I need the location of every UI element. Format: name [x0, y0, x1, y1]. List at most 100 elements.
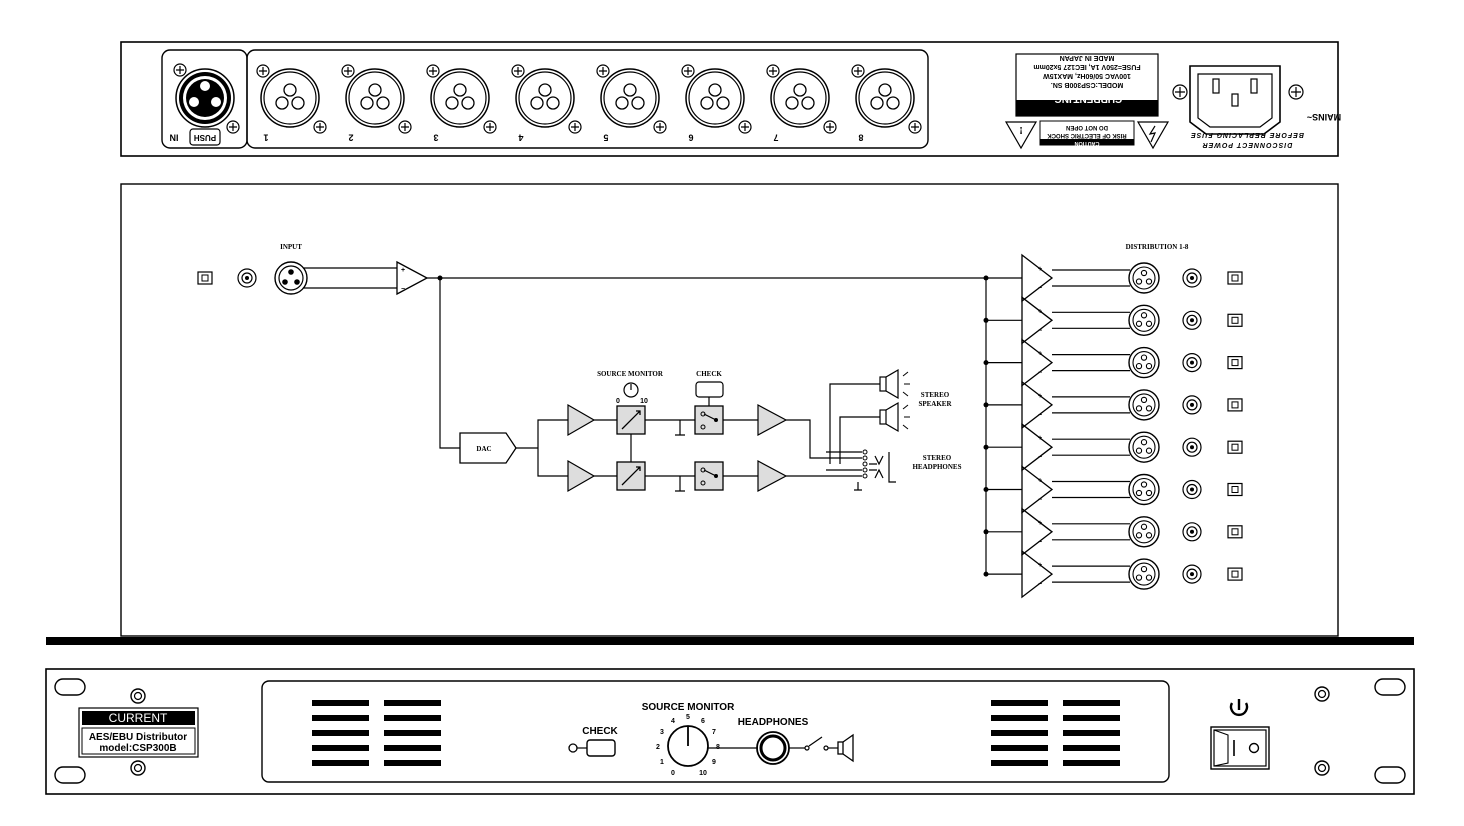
- headphones-jack[interactable]: [756, 731, 790, 765]
- bnc-output-jack[interactable]: [1182, 395, 1202, 415]
- xlr-output-symbol[interactable]: [1128, 389, 1160, 421]
- vent-slot: [384, 715, 441, 721]
- speaker-icon: [879, 401, 910, 433]
- svg-text:+: +: [1038, 393, 1042, 400]
- output-xlr-connector[interactable]: [430, 68, 490, 128]
- check-button[interactable]: [586, 739, 616, 757]
- power-switch[interactable]: [1210, 726, 1270, 770]
- optical-output-jack[interactable]: [1227, 440, 1243, 454]
- brand-plate: CURRENT AES/EBU Distributor model:CSP300…: [78, 707, 199, 758]
- input-optical-jack[interactable]: [197, 271, 213, 285]
- input-label: IN: [170, 133, 179, 143]
- check-label: CHECK: [582, 726, 618, 737]
- knob-max-label: 10: [640, 398, 648, 405]
- dial-number: 4: [671, 718, 675, 725]
- output-xlr-connector[interactable]: [345, 68, 405, 128]
- output-xlr-connector[interactable]: [515, 68, 575, 128]
- bnc-output-jack[interactable]: [1182, 479, 1202, 500]
- vent-slot: [1063, 745, 1120, 751]
- screw-icon: [226, 120, 240, 134]
- screw-icon: [851, 64, 865, 78]
- dial-number: 9: [712, 759, 716, 766]
- check-switch-left: [694, 405, 724, 435]
- model-number: MODEL:CSP300B SN.: [1051, 81, 1123, 88]
- product-name: AES/EBU Distributor: [89, 732, 187, 743]
- output-number-label: 1: [263, 133, 268, 143]
- svg-text:+: +: [1038, 308, 1042, 315]
- screw-icon: [823, 120, 837, 134]
- screw-icon: [256, 64, 270, 78]
- optical-output-jack[interactable]: [1227, 525, 1243, 539]
- input-bnc-jack[interactable]: [237, 268, 257, 288]
- screw-icon: [398, 120, 412, 134]
- rack-mount-slot: [54, 766, 86, 784]
- optical-output-jack[interactable]: [1227, 567, 1243, 581]
- xlr-output-symbol[interactable]: [1128, 473, 1160, 506]
- bnc-output-jack[interactable]: [1182, 353, 1202, 373]
- optical-output-jack[interactable]: [1227, 271, 1243, 285]
- xlr-output-symbol[interactable]: [1128, 431, 1160, 463]
- screw-icon: [426, 64, 440, 78]
- vent-grille-left: [312, 700, 441, 766]
- input-xlr-symbol[interactable]: [274, 261, 308, 295]
- check-switch-right: [694, 461, 724, 491]
- output-xlr-connector[interactable]: [260, 68, 320, 128]
- svg-text:+: +: [1038, 520, 1042, 527]
- dial-number: 0: [671, 770, 675, 777]
- input-xlr-jack[interactable]: [175, 68, 235, 128]
- optical-output-jack[interactable]: [1227, 313, 1243, 327]
- svg-text:−: −: [1038, 327, 1042, 334]
- headphones-label: HEADPHONES: [738, 717, 809, 728]
- xlr-output-symbol[interactable]: [1128, 516, 1160, 548]
- xlr-output-symbol[interactable]: [1128, 346, 1160, 379]
- svg-text:+: +: [1038, 435, 1042, 442]
- line-driver-amp: [1021, 507, 1054, 557]
- push-tab[interactable]: [189, 128, 221, 146]
- dial-number: 3: [660, 729, 664, 736]
- xlr-output-symbol[interactable]: [1128, 558, 1160, 590]
- output-number-label: 3: [433, 133, 438, 143]
- distribution-title: DISTRIBUTION 1-8: [1126, 243, 1189, 251]
- dial-number: 6: [701, 718, 705, 725]
- optical-output-jack[interactable]: [1227, 356, 1243, 370]
- stereo-headphones-line-2: HEADPHONES: [912, 463, 961, 471]
- xlr-output-symbol[interactable]: [1128, 262, 1160, 294]
- vent-slot: [991, 745, 1048, 751]
- bnc-output-jack[interactable]: [1182, 437, 1202, 457]
- stereo-speaker-line-2: SPEAKER: [918, 400, 952, 408]
- dac-block: [459, 432, 517, 464]
- bnc-output-jack[interactable]: [1182, 522, 1202, 542]
- warning-triangle-icon: [1004, 121, 1038, 150]
- mains-inlet[interactable]: [1189, 65, 1281, 135]
- model-name: model:CSP300B: [99, 743, 176, 754]
- vent-slot: [384, 730, 441, 736]
- made-in: MADE IN JAPAN: [1060, 54, 1115, 61]
- output-xlr-connector[interactable]: [770, 68, 830, 128]
- output-xlr-connector[interactable]: [855, 68, 915, 128]
- input-receiver-amp: [396, 260, 429, 296]
- vent-slot: [1063, 730, 1120, 736]
- bnc-output-jack[interactable]: [1182, 564, 1202, 584]
- company-name: CURRENT,INC.: [1052, 93, 1123, 104]
- check-led: [568, 743, 578, 753]
- output-xlr-connector[interactable]: [600, 68, 660, 128]
- output-xlr-connector[interactable]: [685, 68, 745, 128]
- bnc-output-jack[interactable]: [1182, 268, 1202, 288]
- bnc-output-jack[interactable]: [1182, 310, 1202, 330]
- optical-output-jack[interactable]: [1227, 482, 1243, 497]
- line-driver-amp: [1021, 549, 1054, 599]
- screw-icon: [596, 64, 610, 78]
- disconnect-line-2: BEFORE REPLACING FUSE: [1190, 131, 1304, 138]
- exclamation-icon: !: [1019, 124, 1023, 136]
- svg-text:+: +: [1038, 562, 1042, 569]
- xlr-output-symbol[interactable]: [1128, 304, 1160, 336]
- rack-mount-slot: [1374, 678, 1406, 696]
- power-rating: 100VAC 50/60Hz, MAX15W: [1043, 72, 1131, 79]
- rack-mount-slot: [1374, 766, 1406, 784]
- svg-text:+: +: [401, 267, 405, 274]
- optical-output-jack[interactable]: [1227, 398, 1243, 412]
- source-monitor-knob[interactable]: [667, 725, 709, 767]
